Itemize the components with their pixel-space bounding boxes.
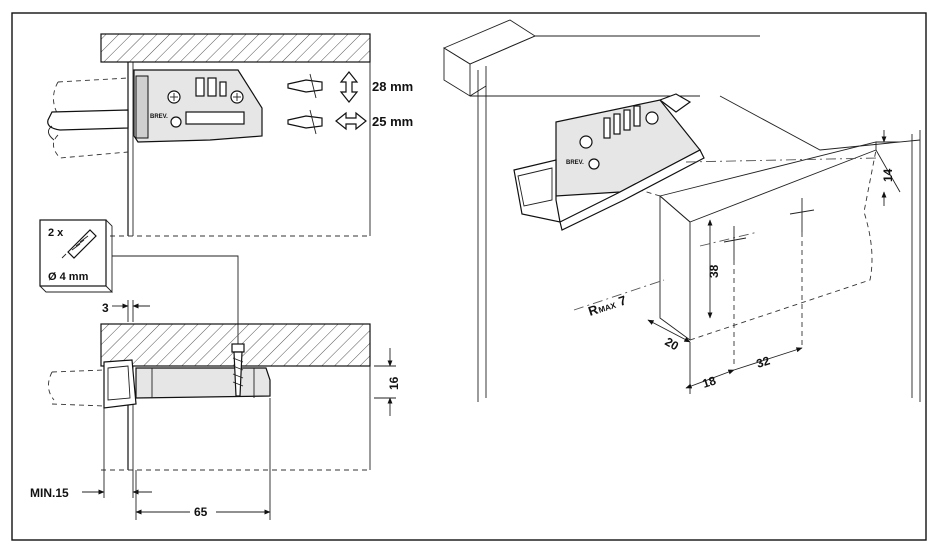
dimension-38-label: 38 [707, 264, 721, 278]
isometric-view: BREV. 14 38 R MAX 7 20 18 [443, 19, 921, 402]
mechanism-3d: BREV. [513, 93, 705, 231]
svg-text:7: 7 [617, 292, 629, 309]
screwdriver-icon-vertical [287, 73, 323, 99]
screw-icon [61, 229, 97, 259]
mechanism-top-view [135, 367, 271, 399]
dimension-32-label: 32 [755, 353, 772, 371]
brand-mark-top: BREV. [150, 114, 168, 120]
diagram-frame [11, 12, 927, 541]
screwdriver-icon-horizontal [287, 109, 323, 135]
cabinet-top-panel [100, 33, 371, 63]
adjust-vertical-label: 28 mm [372, 79, 413, 94]
vertical-adjust-icon [339, 71, 359, 103]
adjust-horizontal-label: 25 mm [372, 114, 413, 129]
svg-text:MAX: MAX [597, 301, 617, 315]
screw-info-box: 2 x Ø 4 mm [39, 219, 239, 345]
dimension-thickness-label: 16 [387, 376, 401, 390]
dimension-14-label: 14 [881, 168, 895, 182]
dimension-18-label: 18 [701, 373, 718, 391]
screw-installed-icon [231, 343, 245, 397]
side-view-top: BREV. 28 mm 25 mm [47, 33, 413, 237]
horizontal-adjust-icon [335, 111, 367, 131]
dimension-depth-label: 65 [194, 505, 208, 519]
dimension-min-label: MIN.15 [30, 486, 69, 500]
dimension-20-label: 20 [663, 334, 682, 353]
top-view-bottom: 3 16 MIN.15 65 [30, 300, 401, 520]
dimension-gap-label: 3 [102, 301, 109, 315]
screw-diameter-label: Ø 4 mm [48, 271, 89, 283]
screw-count-label: 2 x [48, 227, 64, 239]
radius-label: R MAX 7 [586, 292, 628, 318]
brand-mark-3d: BREV. [566, 160, 584, 166]
